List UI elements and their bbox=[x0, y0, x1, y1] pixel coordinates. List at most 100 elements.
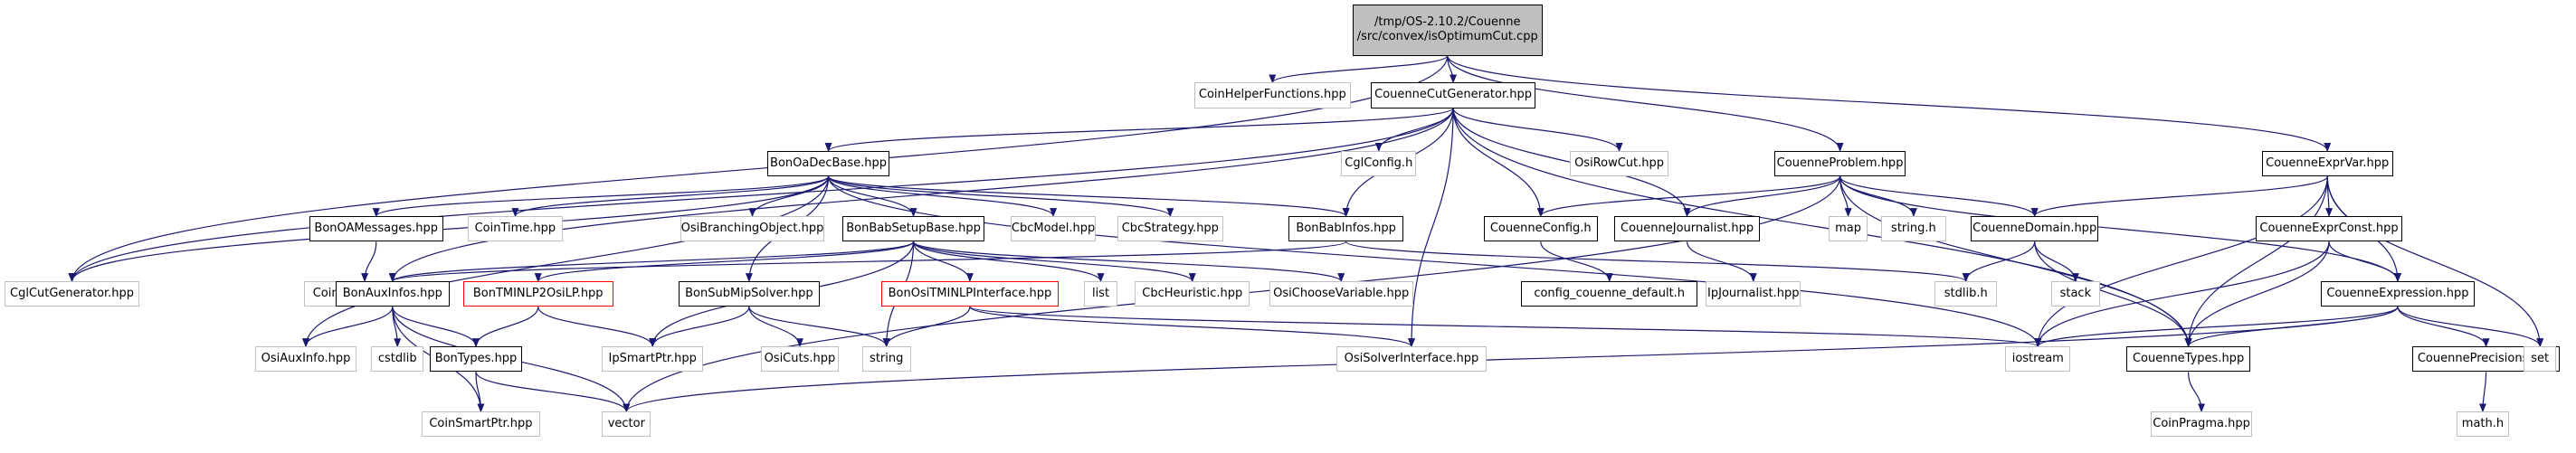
edge-bon_sub_mip_solver-to-ip_smart_ptr bbox=[649, 307, 750, 348]
node-bontminlp2osilp-truncated[interactable]: BonTMINLP2OsiLP.hpp bbox=[462, 281, 613, 307]
node-bonoadecbase[interactable]: BonOaDecBase.hpp bbox=[766, 151, 890, 177]
edge-couenne_precisions-to-math_h bbox=[2478, 372, 2487, 413]
edge-bon_osi_tminlp_interface-to-osi_solver_interface bbox=[969, 306, 1415, 348]
node-osirowcut[interactable]: OsiRowCut.hpp bbox=[1570, 151, 1668, 177]
node-list[interactable]: list bbox=[1084, 281, 1117, 307]
edge-bon_oa_dec_base-to-coin_time bbox=[511, 175, 830, 218]
edge-bon_oa_dec_base-to-bon_bab_setup_base bbox=[827, 175, 917, 218]
edge-couenne_cut_generator-to-cgl_config bbox=[1374, 108, 1454, 152]
node-bonauxinfos[interactable]: BonAuxInfos.hpp bbox=[335, 281, 451, 307]
node-cbcmodel[interactable]: CbcModel.hpp bbox=[1011, 216, 1097, 242]
node-iostream[interactable]: iostream bbox=[2005, 346, 2071, 373]
edge-couenne_problem-to-couenne_domain bbox=[1839, 175, 2039, 218]
node-bonbabsetupbase[interactable]: BonBabSetupBase.hpp bbox=[841, 216, 985, 242]
edge-couenne_cut_generator-to-cgl_cut_generator bbox=[68, 108, 1454, 283]
node-osisolverinterface[interactable]: OsiSolverInterface.hpp bbox=[1336, 346, 1488, 373]
edge-bon_types-to-coin_smart_ptr bbox=[475, 372, 485, 413]
node-osichoosevariable[interactable]: OsiChooseVariable.hpp bbox=[1269, 281, 1413, 307]
edge-bon_tminlp2osilp-to-ip_smart_ptr bbox=[537, 307, 657, 348]
edge-bon_bab_setup_base-to-cbc_heuristic bbox=[912, 241, 1196, 283]
edge-bon_osi_tminlp_interface-to-iostream bbox=[969, 306, 2041, 348]
node-couenneexpression[interactable]: CouenneExpression.hpp bbox=[2321, 281, 2475, 307]
node-couenneexprvar[interactable]: CouenneExprVar.hpp bbox=[2261, 151, 2393, 177]
node-coinhelperfunctions[interactable]: CoinHelperFunctions.hpp bbox=[1193, 82, 1352, 109]
edge-couenne_expr_var-to-couenne_domain bbox=[2030, 175, 2328, 218]
edge-couenne_expr_var-to-couenne_types bbox=[2184, 176, 2328, 348]
edge-bon_oa_dec_base-to-iostream bbox=[827, 176, 2042, 348]
node-config-couenne-default[interactable]: config_couenne_default.h bbox=[1521, 281, 1698, 307]
edge-couenne_expr_var-to-set bbox=[2326, 176, 2544, 348]
node-couenneconfig[interactable]: CouenneConfig.h bbox=[1483, 216, 1599, 242]
edge-couenne_problem-to-couenne_config bbox=[1536, 175, 1841, 218]
node-bonsubmipsolver[interactable]: BonSubMipSolver.hpp bbox=[679, 281, 820, 307]
edge-bon_oa_dec_base-to-bon_bab_infos bbox=[827, 175, 1350, 218]
node-osicuts[interactable]: OsiCuts.hpp bbox=[760, 346, 840, 373]
node-coinpragma[interactable]: CoinPragma.hpp bbox=[2151, 411, 2253, 438]
node-math-h[interactable]: math.h bbox=[2457, 411, 2509, 438]
node-bonositminlpinterface-truncated[interactable]: BonOsiTMINLPInterface.hpp bbox=[881, 281, 1059, 307]
node-cstdlib[interactable]: cstdlib bbox=[371, 346, 424, 373]
node-stdlib-h[interactable]: stdlib.h bbox=[1934, 281, 1998, 307]
edge-couenne_journalist-to-ip_journalist bbox=[1686, 241, 1757, 283]
node-string[interactable]: string bbox=[861, 346, 911, 373]
node-bonbabinfos[interactable]: BonBabInfos.hpp bbox=[1288, 216, 1403, 242]
node-cbcheuristic[interactable]: CbcHeuristic.hpp bbox=[1135, 281, 1250, 307]
node-cglcutgenerator[interactable]: CglCutGenerator.hpp bbox=[5, 281, 139, 307]
edge-root-to-couenne_problem bbox=[1447, 55, 1844, 152]
node-vector[interactable]: vector bbox=[602, 411, 651, 438]
node-osiauxinfo[interactable]: OsiAuxInfo.hpp bbox=[254, 346, 357, 373]
node-cbcstrategy[interactable]: CbcStrategy.hpp bbox=[1117, 216, 1224, 242]
edge-couenne_cut_generator-to-osi_row_cut bbox=[1452, 108, 1623, 152]
edge-couenne_domain-to-stdlib_h bbox=[1962, 241, 2036, 283]
edge-bon_tminlp2osilp-to-bon_types bbox=[472, 307, 539, 348]
node-couennecutgenerator[interactable]: CouenneCutGenerator.hpp bbox=[1370, 82, 1536, 109]
edge-bon_types-to-vector bbox=[475, 372, 631, 413]
node-stack[interactable]: stack bbox=[2050, 281, 2100, 307]
edge-couenne_problem-to-couenne_journalist bbox=[1683, 175, 1841, 218]
edge-couenne_expression-to-set bbox=[2397, 307, 2544, 348]
node-ipsmartptr[interactable]: IpSmartPtr.hpp bbox=[602, 346, 704, 373]
edge-root-to-coin_helper_functions bbox=[1269, 54, 1449, 84]
edge-bon_bab_setup_base-to-osi_choose_variable bbox=[912, 241, 1345, 283]
node-couennejournalist[interactable]: CouenneJournalist.hpp bbox=[1614, 216, 1760, 242]
edge-bon_oa_dec_base-to-cbc_model bbox=[827, 175, 1058, 218]
node-bontypes[interactable]: BonTypes.hpp bbox=[430, 346, 522, 373]
node-cointime[interactable]: CoinTime.hpp bbox=[467, 216, 563, 242]
edge-root-to-cgl_cut_generator bbox=[68, 55, 1449, 283]
edge-bon_oa_dec_base-to-cbc_strategy bbox=[827, 175, 1174, 218]
edge-couenne_problem-to-string_h bbox=[1839, 176, 1917, 218]
edge-couenne_problem-to-couenne_expression bbox=[1839, 176, 2401, 283]
node-couennedomain[interactable]: CouenneDomain.hpp bbox=[1971, 216, 2099, 242]
node-couennetypes[interactable]: CouenneTypes.hpp bbox=[2125, 346, 2251, 373]
edge-bon_oa_messages-to-coin_message bbox=[361, 241, 377, 283]
edge-couenne_cut_generator-to-bon_oa_dec_base bbox=[824, 108, 1454, 152]
node-root-file[interactable]: /tmp/OS-2.10.2/Couenne /src/convex/isOpt… bbox=[1352, 5, 1543, 56]
node-osibranchingobject[interactable]: OsiBranchingObject.hpp bbox=[680, 216, 825, 242]
edge-couenne_expr_var-to-iostream bbox=[2034, 176, 2328, 348]
edge-couenne_cut_generator-to-couenne_config bbox=[1452, 108, 1545, 218]
edge-bon_oa_dec_base-to-osi_branching_object bbox=[748, 176, 830, 218]
edge-couenne_expression-to-couenne_precisions bbox=[2397, 307, 2490, 348]
node-couenneexprconst[interactable]: CouenneExprConst.hpp bbox=[2255, 216, 2403, 242]
root-file-path-line2: /src/convex/isOptimumCut.cpp bbox=[1356, 30, 1538, 44]
edge-bon_oa_dec_base-to-osi_aux_info bbox=[302, 176, 830, 348]
edge-couenne_cut_generator-to-osi_solver_interface bbox=[1407, 108, 1454, 348]
edge-root-to-couenne_expr_var bbox=[1447, 55, 2332, 152]
node-ipjournalist[interactable]: IpJournalist.hpp bbox=[1706, 281, 1801, 307]
edge-bon_bab_infos-to-stdlib_h bbox=[1345, 241, 1970, 283]
node-coinsmartptr[interactable]: CoinSmartPtr.hpp bbox=[422, 411, 540, 438]
edge-couenne_expression-to-vector bbox=[623, 307, 2399, 413]
edge-bon_bab_setup_base-to-bon_osi_tminlp_interface bbox=[912, 241, 974, 283]
node-set[interactable]: set bbox=[2524, 346, 2557, 373]
node-map[interactable]: map bbox=[1828, 216, 1868, 242]
edge-bon_bab_infos-to-bon_aux_infos bbox=[389, 241, 1347, 283]
edge-bon_bab_setup_base-to-list bbox=[912, 241, 1105, 283]
node-bonoamessages[interactable]: BonOAMessages.hpp bbox=[309, 216, 443, 242]
node-string-h[interactable]: string.h bbox=[1880, 216, 1947, 242]
node-couenneproblem[interactable]: CouenneProblem.hpp bbox=[1774, 151, 1906, 177]
node-cglconfig[interactable]: CglConfig.h bbox=[1341, 151, 1417, 177]
edge-couenne_expr_const-to-couenne_types bbox=[2184, 241, 2330, 348]
edge-couenne_types-to-coin_pragma bbox=[2187, 372, 2206, 413]
